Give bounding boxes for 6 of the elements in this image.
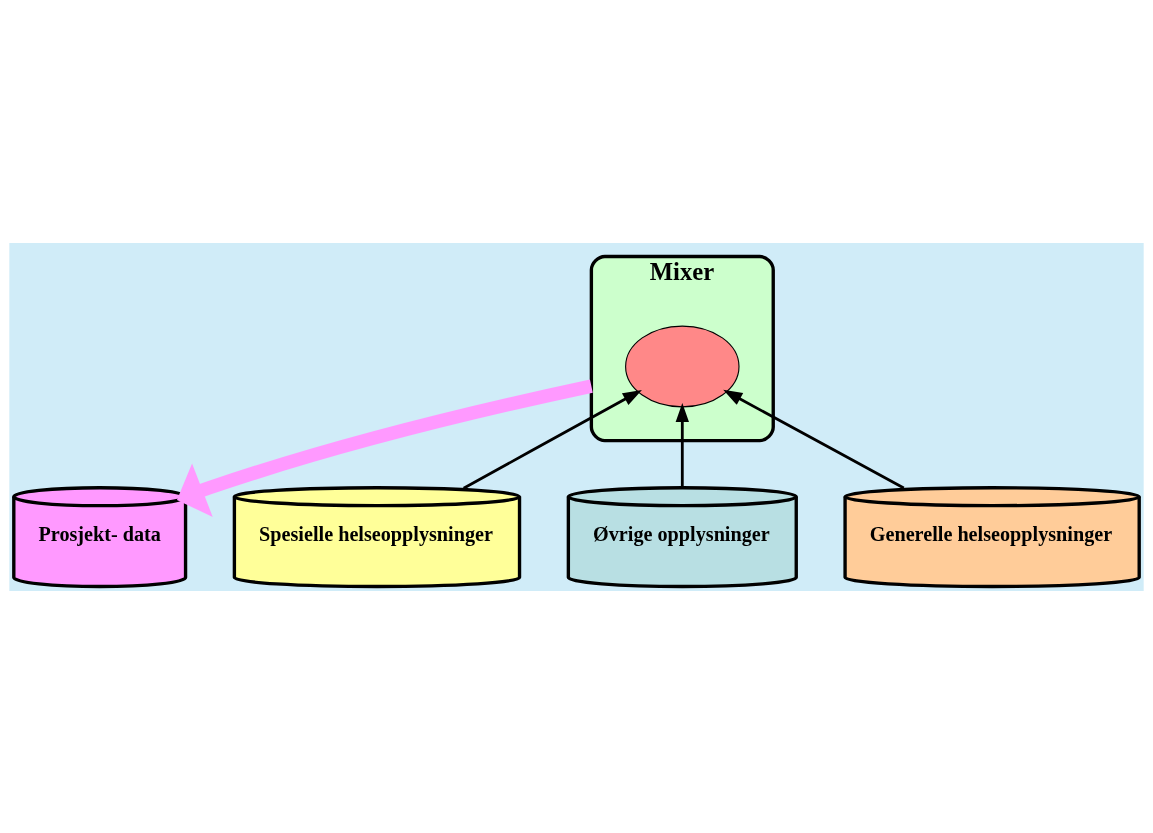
node-circle xyxy=(625,325,740,407)
arrow xyxy=(723,389,905,489)
arrow xyxy=(675,402,689,487)
arrow xyxy=(176,378,593,517)
arrow xyxy=(462,389,642,489)
cluster: Mixer xyxy=(589,254,775,442)
